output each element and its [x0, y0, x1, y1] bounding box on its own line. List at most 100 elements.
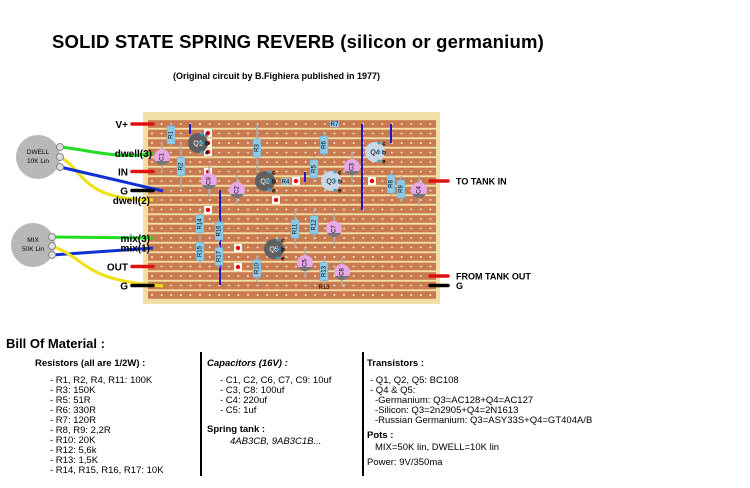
- hole: [170, 284, 173, 287]
- hole: [275, 142, 278, 144]
- hole: [400, 275, 403, 277]
- hole: [160, 208, 163, 211]
- resistor-label: R1: [169, 131, 175, 139]
- hole: [314, 132, 317, 135]
- hole: [371, 265, 374, 268]
- hole: [400, 170, 403, 173]
- hole: [352, 294, 355, 296]
- pots-value: MIX=50K lin, DWELL=10K lin: [375, 442, 500, 453]
- hole: [237, 284, 240, 287]
- hole: [304, 123, 307, 125]
- hole: [429, 294, 432, 296]
- capacitor-label: C5: [303, 259, 309, 267]
- hole: [323, 294, 326, 296]
- hole: [266, 237, 269, 239]
- pin-label: e: [382, 159, 386, 166]
- copper-strip: [148, 139, 436, 147]
- hole: [352, 142, 355, 144]
- pot-lug: [56, 143, 64, 151]
- hole: [391, 161, 393, 163]
- hole: [208, 246, 211, 249]
- hole: [199, 123, 201, 125]
- pin-label: e: [338, 188, 342, 195]
- hole: [391, 256, 393, 258]
- resistor-label: R12: [312, 219, 318, 231]
- hole: [343, 246, 345, 249]
- hole: [343, 208, 345, 211]
- resistors-list: - R1, R2, R4, R11: 100K- R3: 150K- R5: 5…: [50, 376, 164, 476]
- hole: [285, 275, 288, 277]
- hole: [285, 142, 288, 144]
- hole: [266, 208, 269, 211]
- hole: [362, 246, 365, 249]
- hole: [419, 246, 422, 249]
- hole: [160, 294, 163, 296]
- hole: [295, 275, 297, 277]
- hole: [314, 189, 317, 192]
- hole: [410, 161, 413, 163]
- hole: [256, 284, 259, 287]
- resistor-label: R13: [318, 285, 330, 291]
- hole: [304, 142, 307, 144]
- pot-lug: [48, 251, 56, 259]
- hole: [304, 237, 307, 239]
- hole: [227, 123, 230, 125]
- hole: [323, 170, 326, 173]
- resistor-r8: [386, 174, 396, 194]
- hole: [410, 142, 413, 144]
- hole: [170, 199, 173, 201]
- hole: [400, 265, 403, 268]
- hole: [189, 284, 192, 287]
- hole: [170, 161, 173, 163]
- hole: [189, 208, 192, 211]
- hole: [362, 265, 365, 268]
- pin-label: b: [281, 247, 285, 254]
- hole: [295, 161, 297, 163]
- capacitor-polarity-band: [335, 276, 349, 281]
- pots-title: Pots :: [367, 430, 394, 441]
- hole: [170, 256, 173, 258]
- hole: [275, 180, 278, 182]
- hole: [227, 180, 230, 182]
- hole: [170, 208, 173, 211]
- hole: [295, 199, 297, 201]
- hole: [189, 189, 192, 192]
- wire-mix-3: [51, 235, 154, 240]
- hole: [247, 275, 249, 277]
- pin-dot: [267, 188, 271, 192]
- hole: [275, 123, 278, 125]
- bom-heading: Bill Of Material :: [6, 336, 105, 351]
- hole: [410, 180, 413, 182]
- hole: [381, 123, 384, 125]
- hole: [256, 237, 259, 239]
- hole: [343, 227, 345, 230]
- hole: [227, 218, 230, 220]
- transistor-options: -Germanium: Q3=AC128+Q4=AC127-Silicon: Q…: [375, 396, 592, 426]
- hole: [333, 161, 336, 163]
- hole: [179, 132, 182, 135]
- hole: [256, 294, 259, 296]
- hole: [362, 218, 365, 220]
- hole: [391, 151, 393, 154]
- pin-label: e: [272, 188, 276, 195]
- hole: [179, 265, 182, 268]
- pot-lug: [56, 153, 64, 161]
- hole: [323, 256, 326, 258]
- hole: [333, 294, 336, 296]
- copper-strip: [148, 243, 436, 252]
- hole: [429, 142, 432, 144]
- pin-dot: [333, 179, 337, 183]
- hole: [208, 218, 211, 220]
- hole: [314, 275, 317, 277]
- hole: [237, 256, 240, 258]
- hole: [333, 284, 336, 287]
- hole: [343, 284, 345, 287]
- hole: [189, 275, 192, 277]
- hole: [304, 227, 307, 230]
- hole: [237, 218, 240, 220]
- pin-dot: [276, 247, 280, 251]
- hole: [199, 170, 201, 173]
- hole: [400, 142, 403, 144]
- hole: [295, 294, 297, 296]
- hole: [343, 199, 345, 201]
